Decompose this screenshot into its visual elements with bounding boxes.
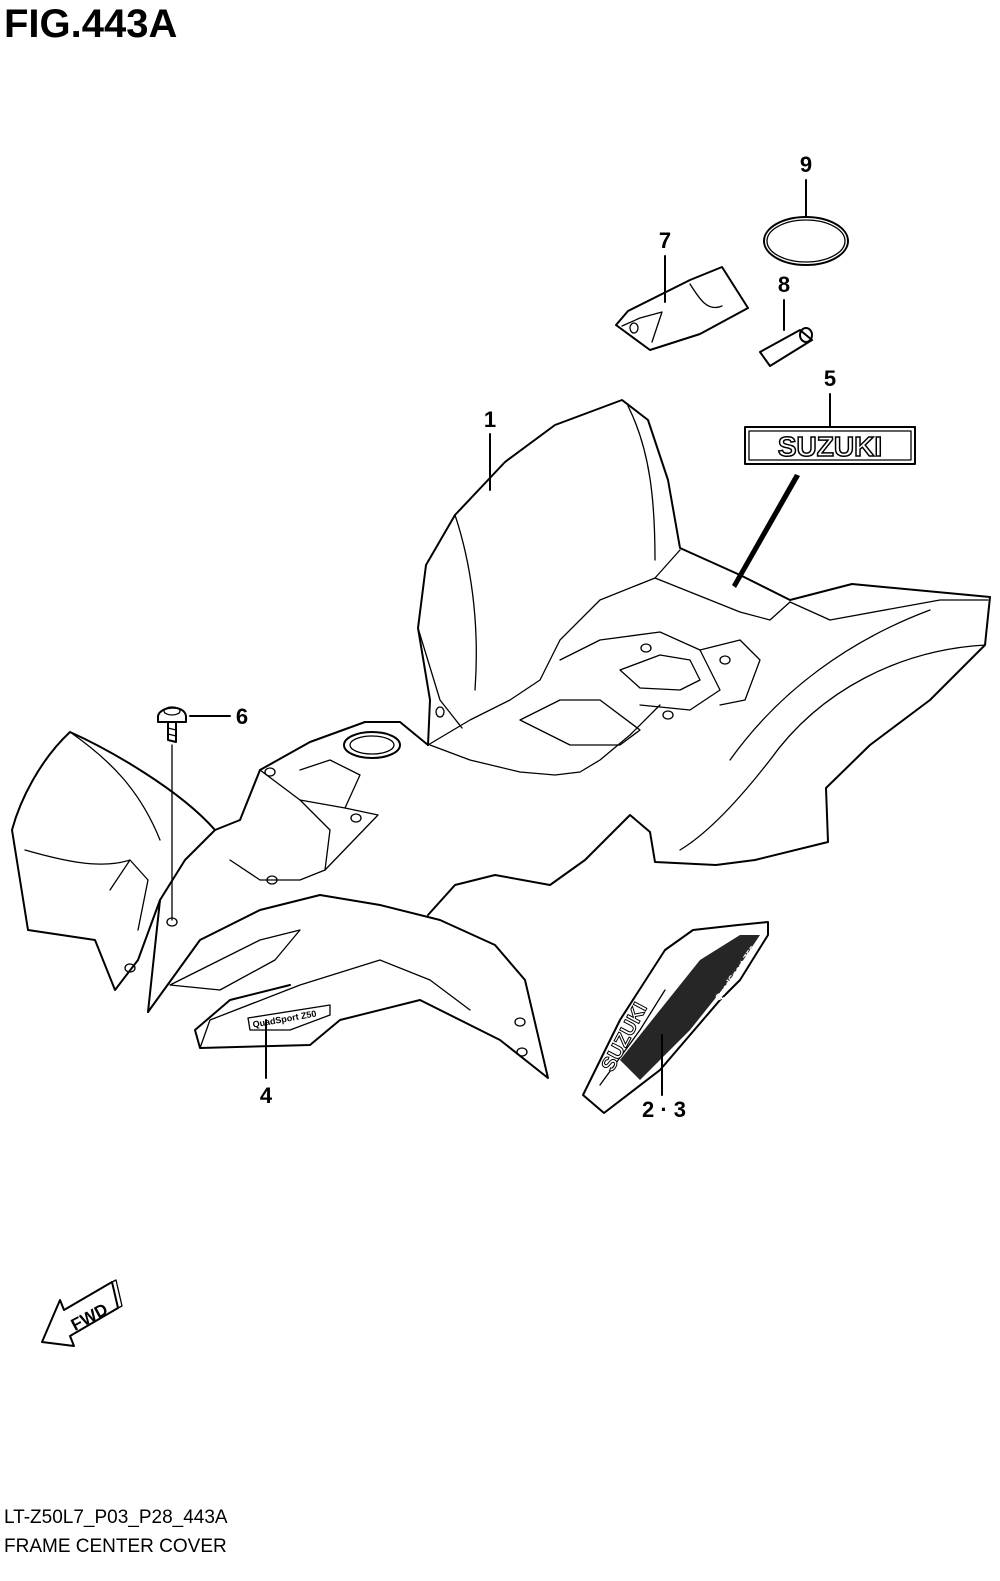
figure-code: LT-Z50L7_P03_P28_443A — [4, 1507, 228, 1528]
callout-1[interactable]: 1 — [484, 407, 496, 432]
callout-7[interactable]: 7 — [659, 228, 671, 253]
callout-9[interactable]: 9 — [800, 152, 812, 177]
screw-hole — [166, 917, 178, 927]
part-8-pipe[interactable] — [759, 327, 813, 367]
callout-5[interactable]: 5 — [824, 366, 836, 391]
part-7-cap[interactable] — [615, 266, 749, 351]
callout-4[interactable]: 4 — [260, 1083, 273, 1108]
callout-8[interactable]: 8 — [778, 272, 790, 297]
part-9-o-ring[interactable] — [763, 216, 849, 266]
callout-6[interactable]: 6 — [236, 704, 248, 729]
figure-title: FIG.443A — [4, 2, 178, 46]
part-2-3-side-decal[interactable]: SUZUKI QuadSport Z50 — [582, 921, 769, 1114]
part-6-screw[interactable] — [157, 706, 187, 743]
part-5-emblem[interactable]: SUZUKI — [744, 426, 916, 465]
leader-5-pointer — [732, 474, 800, 588]
figure-name: FRAME CENTER COVER — [4, 1536, 227, 1557]
callout-2-3[interactable]: 2 · 3 — [642, 1097, 686, 1122]
forward-direction-arrow: FWD — [41, 1279, 123, 1347]
emblem-text: SUZUKI — [778, 431, 882, 462]
part-1-frame-cover[interactable]: QuadSport Z50 — [11, 399, 991, 1079]
